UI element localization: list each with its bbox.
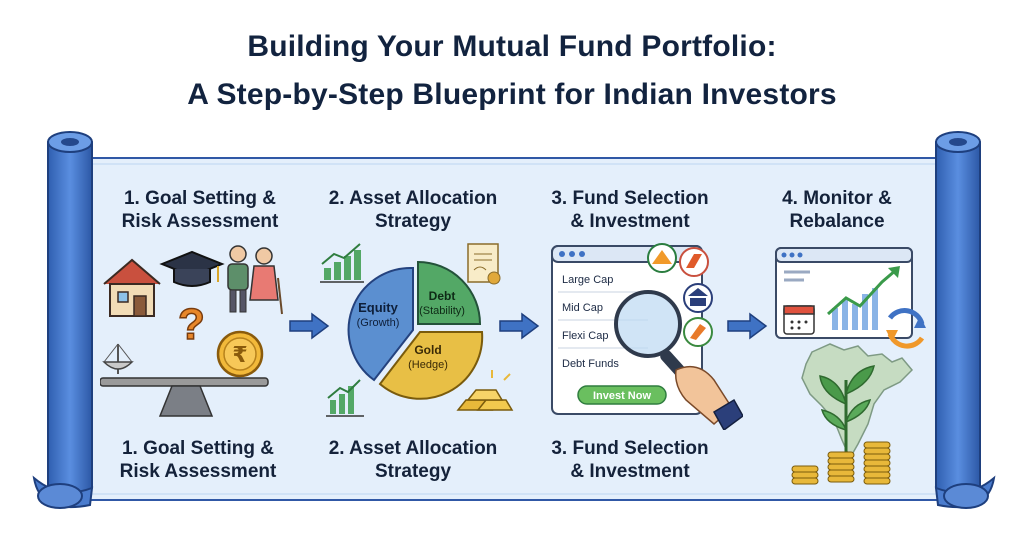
monitor-rebalance-illustration bbox=[775, 247, 926, 485]
elderly-couple-icon bbox=[227, 245, 283, 315]
bar-chart-icon bbox=[326, 379, 364, 417]
step-1-illustration: ? ₹ bbox=[100, 245, 283, 417]
fund-item-large-cap[interactable]: Large Cap bbox=[562, 274, 613, 286]
calendar-icon bbox=[783, 305, 815, 335]
coin-stack-icon bbox=[791, 441, 891, 485]
asset-allocation-pie: Equity (Growth) Debt (Stability) Gold (H… bbox=[320, 243, 514, 417]
india-map-icon bbox=[801, 343, 914, 460]
balance-scale-icon bbox=[100, 343, 269, 417]
bottom-step-1-title: 1. Goal Setting &Risk Assessment bbox=[119, 438, 277, 482]
svg-text:Invest Now: Invest Now bbox=[593, 390, 652, 402]
scroll-roll-left bbox=[32, 131, 94, 509]
house-icon bbox=[103, 258, 161, 317]
arrow-right-icon bbox=[499, 312, 540, 340]
fund-item-flexi-cap[interactable]: Flexi Cap bbox=[562, 330, 608, 342]
pie-slice-gold bbox=[378, 331, 484, 400]
step-1-title: 1. Goal Setting &Risk Assessment bbox=[121, 188, 279, 232]
main-title-line-1: Building Your Mutual Fund Portfolio: bbox=[247, 30, 777, 63]
svg-text:₹: ₹ bbox=[232, 342, 247, 367]
scroll-roll-right bbox=[934, 131, 996, 509]
fund-item-mid-cap[interactable]: Mid Cap bbox=[562, 302, 603, 314]
graduation-cap-icon bbox=[159, 250, 225, 287]
fund-selection-window: Large Cap Mid Cap Flexi Cap Debt Funds I… bbox=[551, 243, 743, 430]
invest-now-button[interactable]: Invest Now bbox=[577, 385, 667, 405]
rebalance-icon bbox=[886, 308, 926, 349]
pie-slice-debt bbox=[417, 260, 482, 325]
debt-label: Debt bbox=[429, 289, 456, 303]
main-title-line-2: A Step-by-Step Blueprint for Indian Inve… bbox=[187, 78, 837, 111]
step-4-title: 4. Monitor &Rebalance bbox=[782, 188, 892, 232]
debt-sublabel: (Stability) bbox=[419, 305, 465, 317]
gold-label: Gold bbox=[414, 343, 441, 357]
question-mark-icon: ? bbox=[178, 300, 205, 349]
equity-sublabel: (Growth) bbox=[357, 317, 400, 329]
pie-slice-equity bbox=[347, 266, 414, 382]
fund-item-debt-funds[interactable]: Debt Funds bbox=[562, 358, 619, 370]
fund-list: Large Cap Mid Cap Flexi Cap Debt Funds bbox=[558, 274, 648, 370]
bottom-step-3-title: 3. Fund Selection& Investment bbox=[551, 438, 709, 482]
growth-chart-icon bbox=[320, 243, 364, 283]
document-icon bbox=[467, 243, 501, 285]
step-3-title: 3. Fund Selection& Investment bbox=[551, 188, 709, 232]
equity-label: Equity bbox=[358, 300, 398, 315]
hand-icon bbox=[674, 365, 743, 430]
rupee-coin-icon: ₹ bbox=[216, 330, 264, 378]
gold-bars-icon bbox=[456, 370, 514, 411]
arrow-right-icon bbox=[289, 312, 330, 340]
gold-sublabel: (Hedge) bbox=[408, 359, 448, 371]
plant-icon bbox=[819, 365, 875, 454]
arrow-right-icon bbox=[727, 312, 768, 340]
